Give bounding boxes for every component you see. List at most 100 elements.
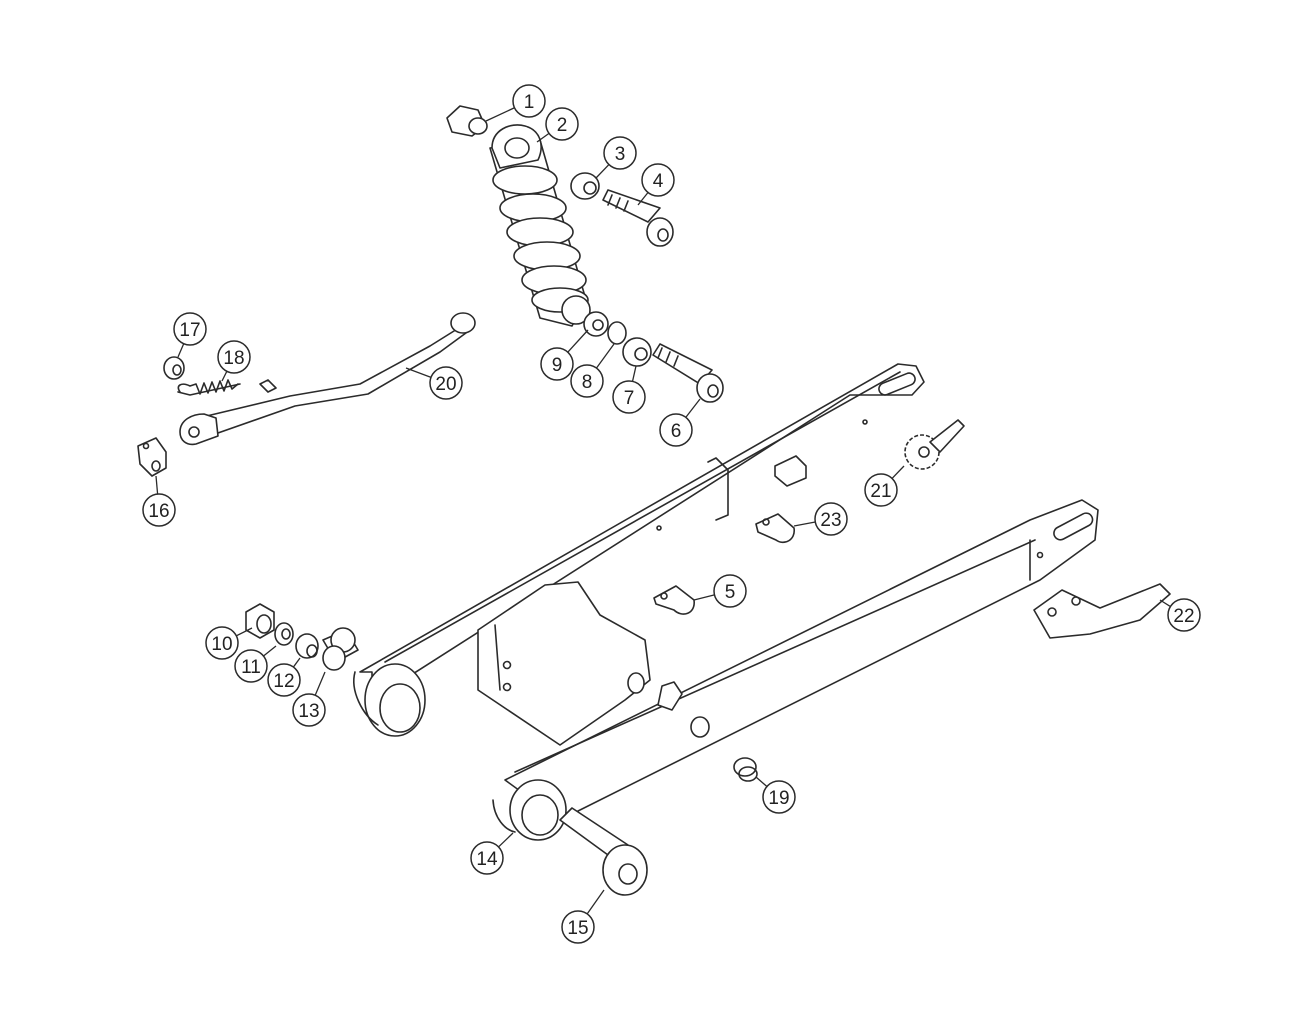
callout-2: 2 (536, 107, 579, 143)
callout-number: 14 (476, 849, 498, 870)
callout-number: 4 (653, 171, 664, 192)
callout-22: 22 (1159, 598, 1201, 632)
callout-circle (561, 910, 595, 944)
callout-leader-line (567, 329, 589, 353)
callout-circle (267, 663, 301, 697)
shock-absorber (489, 124, 591, 327)
callout-number: 6 (671, 421, 682, 442)
callout-number: 7 (624, 388, 635, 409)
callout-number: 13 (298, 701, 319, 722)
callout-circle (429, 366, 463, 400)
callout-number: 10 (211, 634, 232, 655)
callout-circle (540, 347, 574, 381)
callout-circle (470, 841, 504, 875)
callout-circle (234, 649, 268, 683)
callout-5: 5 (693, 574, 747, 608)
callout-circle (1167, 598, 1201, 632)
callout-14: 14 (470, 832, 514, 875)
callout-circle (814, 502, 848, 536)
callout-leader-line (177, 343, 185, 358)
linkage-rod (179, 312, 476, 446)
swingarm (353, 363, 1099, 841)
callout-number: 22 (1173, 606, 1194, 627)
callout-number: 19 (768, 788, 789, 809)
callout-21: 21 (864, 465, 905, 507)
mounting-plate (1033, 583, 1171, 639)
callout-leader-line (1159, 599, 1171, 608)
callout-leader-line (236, 627, 253, 637)
plug-cap (733, 757, 758, 782)
callout-13: 13 (292, 671, 326, 727)
callout-circle (603, 136, 637, 170)
callout-leader-line (631, 365, 637, 382)
cable-clamp-23 (755, 513, 795, 544)
callout-number: 20 (435, 374, 456, 395)
callout-leader-line (498, 832, 514, 848)
callout-leader-line (314, 671, 326, 696)
callout-circle (292, 693, 326, 727)
shock-top-bolt (602, 189, 674, 247)
callout-16: 16 (142, 475, 176, 527)
shock-top-spacer (570, 172, 600, 200)
top-nut (446, 105, 488, 137)
callout-leader-line (595, 164, 610, 179)
callout-number: 1 (524, 92, 535, 113)
callout-17: 17 (173, 312, 207, 358)
callout-circle (217, 340, 251, 374)
callout-number: 5 (725, 582, 736, 603)
rod-pin (259, 379, 277, 393)
callout-leader-line (793, 521, 816, 527)
callout-8: 8 (570, 343, 615, 398)
callout-6: 6 (659, 398, 701, 447)
callout-4: 4 (637, 163, 675, 206)
callout-number: 8 (582, 372, 593, 393)
callout-3: 3 (595, 136, 637, 179)
callout-circle (142, 493, 176, 527)
callout-leader-line (485, 107, 515, 122)
callout-leader-line (637, 192, 649, 206)
callout-leader-line (263, 645, 277, 657)
callout-number: 12 (273, 671, 294, 692)
callout-circle (205, 626, 239, 660)
callout-circle (864, 473, 898, 507)
callout-leader-line (586, 889, 605, 915)
callout-number: 15 (567, 918, 588, 939)
rod-bracket (137, 437, 167, 477)
callout-12: 12 (267, 657, 301, 697)
callout-circle (659, 413, 693, 447)
chain-adjuster-sprocket (904, 419, 965, 470)
return-spring (177, 379, 241, 396)
callout-9: 9 (540, 329, 589, 381)
swingarm-pivot-bolt (559, 807, 648, 896)
callout-circle (173, 312, 207, 346)
callout-number: 11 (241, 657, 261, 678)
cable-clamp-5 (653, 585, 695, 615)
callout-circle (762, 780, 796, 814)
callout-leader-line (685, 398, 701, 418)
callout-leader-line (595, 343, 615, 369)
callout-number: 16 (148, 501, 169, 522)
callout-20: 20 (405, 366, 463, 400)
callout-circle (570, 364, 604, 398)
callout-circle (612, 380, 646, 414)
callout-number: 23 (820, 510, 841, 531)
callout-leader-line (693, 594, 715, 601)
callout-leader-line (536, 132, 550, 143)
callout-23: 23 (793, 502, 848, 536)
callout-18: 18 (217, 340, 251, 382)
callout-leader-line (221, 371, 228, 382)
callout-1: 1 (485, 84, 546, 122)
callout-number: 17 (179, 320, 200, 341)
callout-circle (545, 107, 579, 141)
callout-leader-line (891, 465, 905, 479)
pivot-hardware (245, 603, 359, 671)
shock-lower-hardware (583, 311, 724, 403)
callout-19: 19 (755, 776, 796, 814)
callout-7: 7 (612, 365, 646, 414)
callout-leader-line (155, 475, 159, 495)
callout-leader-line (292, 657, 301, 668)
callout-10: 10 (205, 626, 253, 660)
callout-circle (713, 574, 747, 608)
